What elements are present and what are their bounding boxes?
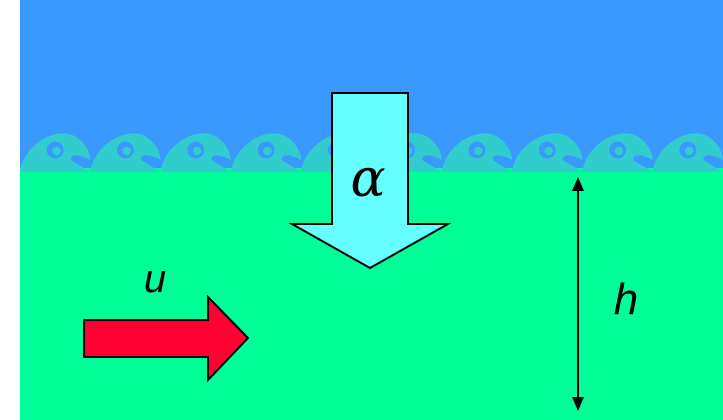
depth-arrow-head-bottom <box>572 397 584 411</box>
downward-arrow <box>288 92 452 270</box>
flow-arrow <box>83 294 250 383</box>
wave-curl-center <box>192 146 202 156</box>
alpha-label: α <box>350 149 385 209</box>
wave-curl-center <box>614 146 624 156</box>
velocity-label: u <box>144 257 166 301</box>
depth-arrow <box>572 177 584 411</box>
wave-curl-center <box>685 146 694 156</box>
wave-curl-center <box>122 146 132 156</box>
depth-label: h <box>614 275 638 324</box>
wave-curl-center <box>52 146 61 156</box>
wave-curl-center <box>474 146 483 156</box>
wave-curl-center <box>544 146 553 156</box>
wave-curl-center <box>263 146 272 156</box>
depth-arrow-head-top <box>572 177 584 191</box>
